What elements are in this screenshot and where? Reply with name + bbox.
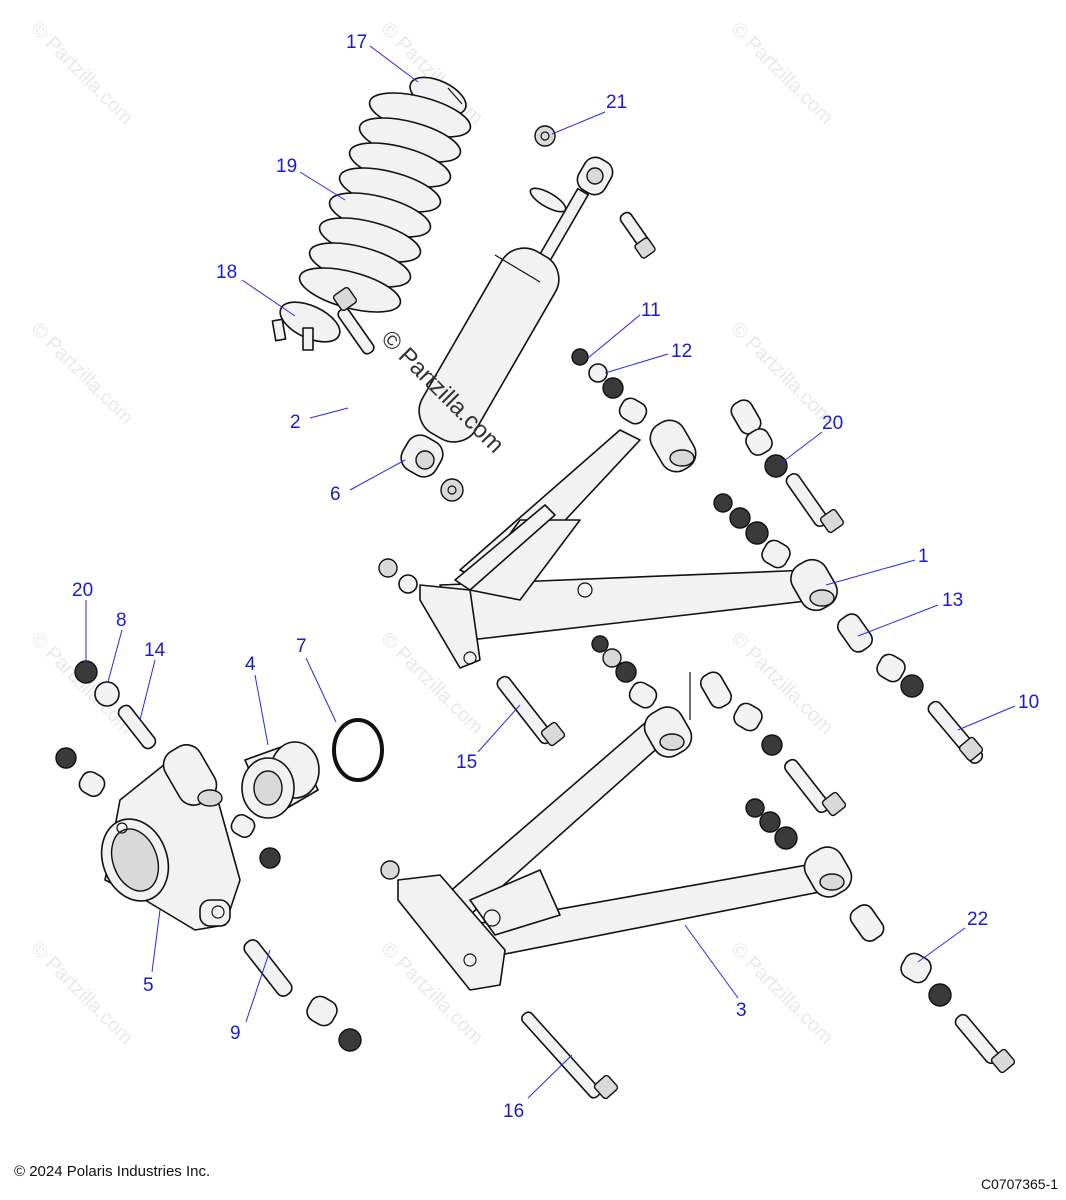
leader-12 — [604, 353, 669, 374]
callout-16: 16 — [503, 1101, 524, 1122]
callout-10: 10 — [1018, 692, 1039, 713]
leader-6 — [349, 459, 406, 491]
wheel-bearing — [241, 741, 320, 819]
lower-arm-long-bolt — [521, 1011, 619, 1100]
leader-11 — [587, 314, 641, 359]
watermark: © Partzilla.com — [726, 938, 837, 1049]
callout-19: 19 — [276, 156, 297, 177]
leader-19 — [299, 171, 346, 201]
leader-lines — [85, 45, 1016, 1099]
shock-absorber — [400, 156, 614, 478]
leader-10 — [957, 705, 1016, 731]
bearing-carrier — [100, 744, 241, 931]
callout-2: 2 — [290, 412, 301, 433]
watermark: © Partzilla.com — [726, 18, 837, 129]
callout-14: 14 — [144, 640, 166, 661]
leader-4 — [254, 674, 269, 746]
snap-ring — [320, 718, 384, 782]
watermark: © Partzilla.com — [26, 628, 137, 739]
callout-13: 13 — [942, 590, 963, 611]
callout-8: 8 — [116, 610, 127, 631]
callout-4: 4 — [245, 654, 256, 675]
callout-15: 15 — [456, 752, 477, 773]
callout-1: 1 — [918, 546, 929, 567]
upper-arm-bolt — [927, 700, 984, 764]
callout-3: 3 — [736, 1000, 747, 1021]
callout-22: 22 — [967, 909, 988, 930]
callout-7: 7 — [296, 636, 307, 657]
lower-arm-rear-bushings — [745, 798, 798, 850]
leader-13 — [857, 604, 939, 637]
leader-17 — [369, 45, 419, 83]
callout-6: 6 — [330, 484, 341, 505]
leader-7 — [305, 657, 337, 723]
shock-bolt — [332, 286, 375, 355]
callout-17: 17 — [346, 32, 367, 53]
callout-12: 12 — [671, 341, 692, 362]
lower-arm-front-bolt — [496, 675, 566, 747]
leader-20a — [779, 431, 823, 465]
upper-arm-front-washers — [378, 558, 418, 594]
callout-9: 9 — [230, 1023, 241, 1044]
drawing-id: C0707365-1 — [980, 1176, 1058, 1192]
callout-18: 18 — [216, 262, 237, 283]
shock-nut-top — [534, 125, 556, 147]
leader-5 — [151, 909, 161, 973]
callout-5: 5 — [143, 975, 154, 996]
leader-16 — [527, 1054, 573, 1099]
upper-arm-sleeve — [837, 613, 924, 698]
callout-labels: 17 21 19 18 11 12 2 20 6 1 13 20 8 14 4 … — [72, 32, 1039, 1122]
callout-20: 20 — [822, 413, 843, 434]
watermark: © Partzilla.com — [26, 318, 137, 429]
lower-arm-rear-sleeves — [699, 671, 847, 817]
upper-arm-rear-bushings — [713, 493, 791, 569]
upper-shock-bolt — [619, 211, 656, 259]
leader-2 — [309, 407, 349, 419]
upper-arm-pivot-hardware-front — [571, 348, 648, 425]
watermark: © Partzilla.com — [26, 938, 137, 1049]
upper-a-arm — [419, 419, 838, 669]
shock-nut-bottom — [440, 478, 464, 502]
callout-21: 21 — [606, 92, 627, 113]
spring-retainer-bottom — [271, 301, 341, 351]
leader-18 — [241, 279, 296, 317]
callout-20: 20 — [72, 580, 93, 601]
leader-15 — [477, 704, 521, 753]
knuckle-upper-hardware — [55, 660, 157, 798]
leader-3 — [684, 924, 739, 999]
lower-arm-rear-sleeve-stack — [849, 904, 1016, 1074]
knuckle-lower-bushings — [230, 813, 281, 869]
leader-8 — [107, 629, 123, 683]
leader-9 — [245, 949, 271, 1023]
upper-arm-pivot-hardware-rear — [730, 399, 845, 534]
lower-arm-front-bushings — [591, 635, 691, 720]
callout-11: 11 — [641, 300, 661, 321]
lower-a-arm — [397, 706, 853, 991]
leader-14 — [139, 659, 156, 721]
copyright-notice: © 2024 Polaris Industries Inc. — [14, 1163, 211, 1180]
watermark: © Partzilla.com — [26, 18, 137, 129]
leader-21 — [551, 111, 606, 135]
coil-spring — [298, 92, 472, 313]
leader-22 — [917, 927, 966, 963]
knuckle-lower-pin-hardware — [243, 939, 362, 1052]
leader-1 — [825, 559, 916, 586]
lower-arm-front-washers — [380, 860, 400, 880]
